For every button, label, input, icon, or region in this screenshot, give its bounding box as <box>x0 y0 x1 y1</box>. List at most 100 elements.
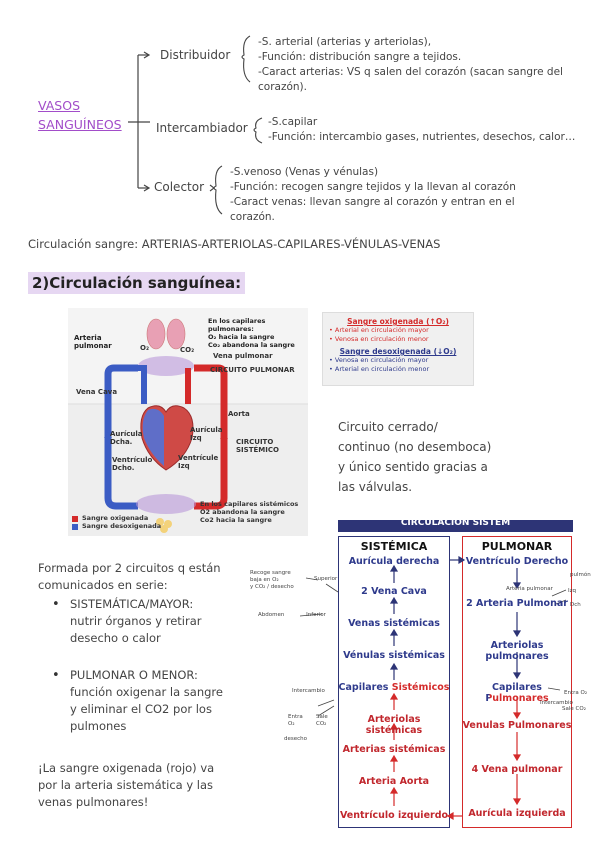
annot-text: Abdomen <box>258 612 285 618</box>
circuito-text: Circuito cerrado/ continuo (no desemboca… <box>338 417 491 497</box>
flow-sistemica-item: Arterias sistémicas <box>342 744 446 755</box>
intercambiador-line: -S.capilar <box>268 116 318 128</box>
label-line: CIRCUITO <box>236 438 274 446</box>
caption-line: En los capilares sistémicos <box>200 500 299 508</box>
flow-sistemica-item: Venas sistémicas <box>348 618 440 629</box>
formada-note-line: por la arteria sistemática y las <box>38 778 214 792</box>
formada-item-line: desecho o calor <box>70 631 161 645</box>
colector-line: -S.venoso (Venas y vénulas) <box>230 166 379 178</box>
formada-item-sistematica: SISTEMÁTICA/MAYOR: nutrir órganos y reti… <box>40 596 223 647</box>
circuito-sistemico-label: CIRCUITO SISTÉMICO <box>236 438 279 454</box>
flow-sistemica-item: Capilares Sistémicos <box>338 682 450 693</box>
auricula-dcha-label: Aurícula Dcha. <box>110 430 143 446</box>
formada-note-line: venas pulmonares! <box>38 795 149 809</box>
intercambiador-label: Intercambiador <box>156 121 248 135</box>
label-line: Dcho. <box>112 464 135 472</box>
flow-pulmonar-item: Arteriolas pulmonares <box>485 640 549 662</box>
flow-pulmonar-item: 2 Arteria Pulmonar <box>466 598 568 609</box>
formada-item-line: y eliminar el CO2 por los <box>70 702 212 716</box>
annot-text: CO₂ <box>316 721 327 727</box>
flow-sistemica-item: 2 Vena Cava <box>361 586 427 597</box>
caption-line: O2 abandona la sangre <box>200 508 285 516</box>
label-line: Izq <box>190 434 202 442</box>
formada-item-line: nutrir órganos y retirar <box>70 614 202 628</box>
circuito-text-line: y único sentido gracias a <box>338 460 488 474</box>
label-line: SISTÉMICO <box>236 446 279 454</box>
label-line: pulmonar <box>74 342 112 350</box>
infobox-title-oxi: Sangre oxigenada (↑O₂) <box>347 317 449 326</box>
colector-line: -Caract venas: llevan sangre al corazón … <box>230 196 515 208</box>
annot-dch: Dch <box>570 602 581 608</box>
o2-label: O₂ <box>140 344 150 352</box>
annot-text: Recoge sangre <box>250 570 291 576</box>
annot-left: Recoge sangre baja en O₂ y CO₂ / desecho <box>250 570 294 591</box>
label-line: Dcha. <box>110 438 133 446</box>
annot-sale-right: Sale CO₂ <box>562 706 586 712</box>
annot-intercambio: Intercambio <box>292 688 325 694</box>
annot-intercambio-right: Intercambio <box>540 700 573 706</box>
infobox-item: • Arterial en circulación mayor <box>329 326 429 334</box>
annot-superior: Superior <box>314 576 338 582</box>
formada-item-line: SISTEMÁTICA/MAYOR: <box>70 597 194 611</box>
vasos-title-line2: SANGUÍNEOS <box>38 117 122 132</box>
label-line: Izq <box>178 462 190 470</box>
annot-text: O₂ <box>288 721 295 727</box>
annot-arteria: Arteria pulmonar <box>506 586 553 592</box>
legend-oxi: Sangre oxigenada <box>82 514 149 522</box>
caption-line: Co2 hacia la sangre <box>200 516 272 524</box>
annot-izq: Izq <box>568 588 577 594</box>
annot-text: Arteria <box>506 586 525 592</box>
flow-sistemica-item: Arteria Aorta <box>358 776 430 787</box>
capilares-sistemicos-text: Capilares Sistémicos <box>338 682 450 693</box>
annot-sale: Sale CO₂ <box>316 714 328 728</box>
annot-pulmon: pulmón <box>570 572 591 578</box>
section2-heading: 2)Circulación sanguínea: <box>28 272 246 294</box>
flow-pulmonar-item: Ventrículo Derecho <box>465 556 569 567</box>
formada-intro-line: Formada por 2 circuitos q están <box>38 561 221 575</box>
label-line: Arteria <box>74 334 102 342</box>
pulm-caption: En los capilares pulmonares: O₂ hacia la… <box>208 317 308 349</box>
sangre-infobox: Sangre oxigenada (↑O₂) • Arterial en cir… <box>322 312 474 386</box>
annot-abdomen: Abdomen Inferior <box>258 612 326 618</box>
distribuidor-line: -Caract arterias: VS q salen del corazón… <box>258 66 563 78</box>
flow-sistemica-item: Arteriolas sistémicas <box>365 714 423 736</box>
circuito-text-line: las válvulas. <box>338 480 413 494</box>
formada-item-line: PULMONAR O MENOR: <box>70 668 198 682</box>
distribuidor-line: -S. arterial (arterias y arteriolas), <box>258 36 432 48</box>
flow-banner-text: CIRCULACIÓN SISTÉM <box>400 520 511 528</box>
co2-label: CO₂ <box>180 346 195 354</box>
distribuidor-details: -S. arterial (arterias y arteriolas), -F… <box>258 35 563 95</box>
flow-sistemica-item: Aurícula derecha <box>348 556 440 567</box>
colector-line: -Función: recogen sangre tejidos y la ll… <box>230 181 516 193</box>
aorta-label: Aorta <box>228 410 250 418</box>
vasos-title-line1: VASOS <box>38 98 81 113</box>
circulation-diagram-svg <box>68 308 308 536</box>
caption-line: O₂ hacia la sangre <box>208 333 275 341</box>
caption-line: En los capilares pulmonares: <box>208 317 266 333</box>
label-line: Aurícula <box>110 430 143 438</box>
annot-entra-right: Entra O₂ <box>564 690 588 696</box>
flow-pulmonar-item: Capilares Pulmonares <box>462 682 572 704</box>
formada-item-line: pulmones <box>70 719 127 733</box>
infobox-item: • Venosa en circulación mayor <box>329 356 429 364</box>
formada-list: SISTEMÁTICA/MAYOR: nutrir órganos y reti… <box>40 596 223 735</box>
distribuidor-label: Distribuidor <box>160 48 231 62</box>
flow-pulmonar-item: Aurícula izquierda <box>468 808 566 819</box>
sistemica-title: SISTÉMICA <box>360 540 428 553</box>
colector-line: corazón. <box>230 211 275 223</box>
pulmonar-title: PULMONAR <box>481 540 553 553</box>
vena-pulmonar-label: Vena pulmonar <box>213 352 273 360</box>
annot-entra: Entra O₂ <box>288 714 303 728</box>
flow-pulmonar-item: 4 Vena pulmonar <box>471 764 563 775</box>
formada-intro: Formada por 2 circuitos q están comunica… <box>38 560 221 594</box>
circulation-diagram: En los capilares pulmonares: O₂ hacia la… <box>68 308 308 536</box>
ventriculo-dcho-label: Ventrículo Dcho. <box>112 456 152 472</box>
distribuidor-line: -Función: distribución sangre a tejidos. <box>258 51 462 63</box>
vena-cava-label: Vena Cava <box>76 388 118 396</box>
intercambiador-line: -Función: intercambio gases, nutrientes,… <box>268 131 576 143</box>
label-line: Aurícula <box>190 426 223 434</box>
flow-pulmonar-item: Venulas Pulmonares <box>462 720 572 731</box>
annot-text: baja en O₂ <box>250 577 279 583</box>
formada-item-pulmonar: PULMONAR O MENOR: función oxigenar la sa… <box>40 667 223 735</box>
sist-caption: En los capilares sistémicos O2 abandona … <box>200 500 298 524</box>
